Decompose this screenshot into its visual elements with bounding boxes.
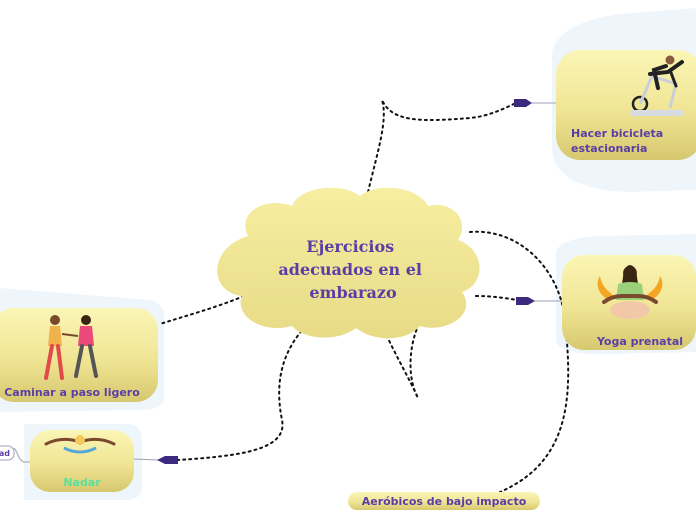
central-topic-line-1: Ejercicios: [306, 237, 394, 256]
svg-text:Ejercicios adecuados en: Ejercicios adecuados en el embarazo: [278, 237, 427, 302]
topic-caminar-label: Caminar a paso ligero: [4, 386, 140, 399]
connector-bicicleta: [367, 99, 517, 193]
swimmer-icon: [44, 435, 116, 454]
topic-bicicleta-line-1: Hacer bicicleta: [571, 127, 663, 140]
connector-nadar-tail: [133, 458, 159, 461]
topic-yoga[interactable]: Yoga prenatal: [562, 255, 696, 350]
topic-cut-off[interactable]: ad: [0, 445, 15, 461]
topic-bicicleta[interactable]: Hacer bicicleta estacionaria: [556, 50, 696, 160]
connector-caminar: [159, 295, 245, 325]
walking-couple-icon: [44, 315, 98, 380]
central-topic-cloud[interactable]: Ejercicios adecuados en el embarazo: [217, 187, 480, 339]
stationary-bike-icon: [630, 55, 684, 116]
meditating-woman-icon: [597, 265, 663, 319]
arrowhead-bicicleta: [514, 99, 532, 107]
topic-nadar-label: Nadar: [63, 476, 101, 489]
topic-aerobicos[interactable]: Aeróbicos de bajo impacto: [348, 492, 540, 510]
svg-text:Hacer bicicleta estacion: Hacer bicicleta estacionaria: [571, 127, 667, 155]
connector-cut-off: [13, 447, 30, 463]
topic-aerobicos-label: Aeróbicos de bajo impacto: [362, 495, 527, 508]
topic-yoga-label: Yoga prenatal: [596, 335, 683, 348]
connector-aerobicos: [469, 230, 570, 493]
topic-caminar[interactable]: Caminar a paso ligero: [0, 308, 158, 402]
arrowhead-nadar: [157, 456, 178, 464]
central-topic-line-3: embarazo: [309, 283, 397, 302]
connector-loose: [383, 325, 419, 399]
arrowhead-yoga: [516, 297, 535, 305]
connector-yoga: [475, 295, 518, 301]
central-topic-line-2: adecuados en el: [278, 260, 422, 279]
topic-cut-off-label: ad: [0, 449, 10, 458]
topic-bicicleta-line-2: estacionaria: [571, 142, 647, 155]
topic-nadar[interactable]: Nadar: [30, 430, 134, 492]
connector-nadar: [177, 317, 315, 461]
